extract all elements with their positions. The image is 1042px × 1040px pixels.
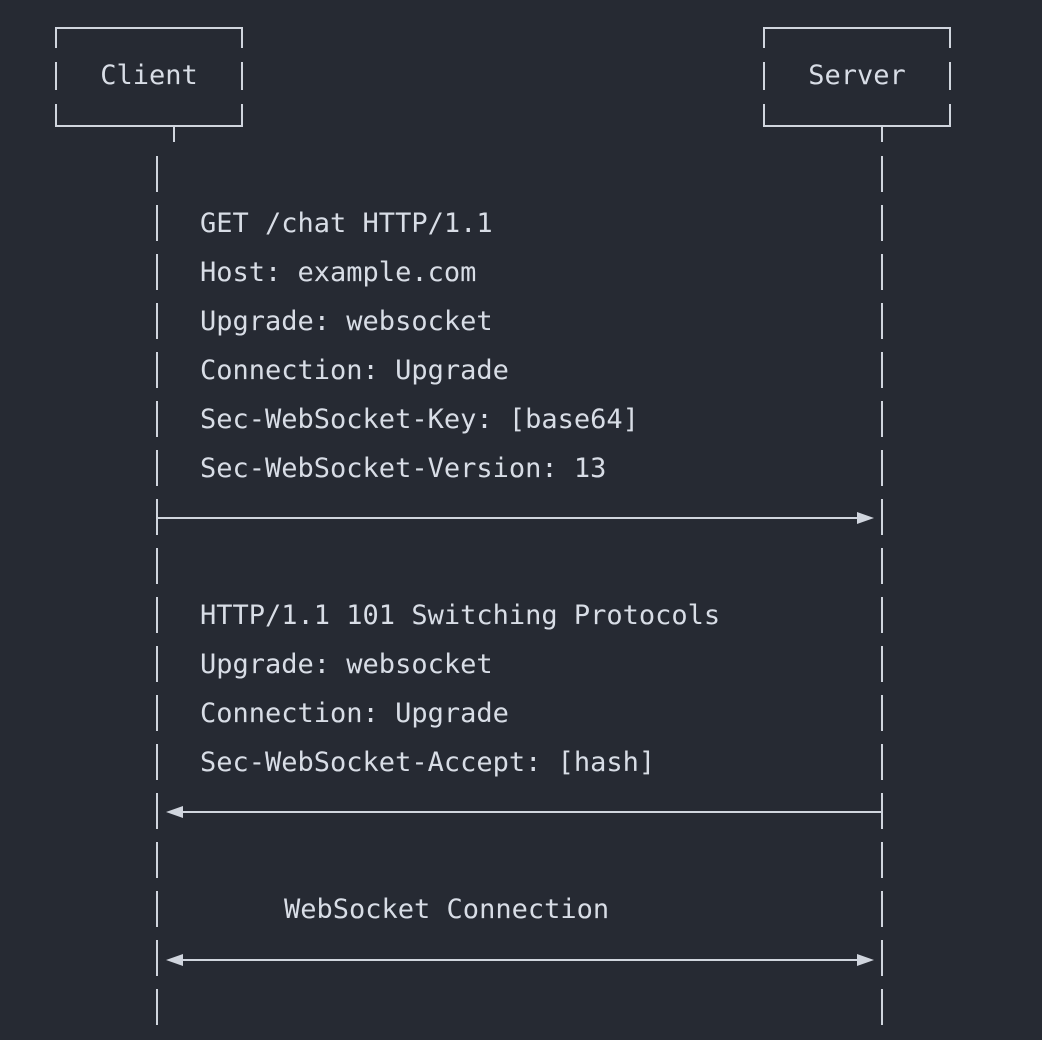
- response-line-1: HTTP/1.1 101 Switching Protocols: [200, 600, 720, 631]
- request-line-6: Sec-WebSocket-Version: 13: [200, 453, 606, 484]
- connection-label: WebSocket Connection: [284, 894, 609, 925]
- server-box-border: [763, 27, 951, 142]
- client-box-border: [55, 27, 243, 142]
- response-line-2: Upgrade: websocket: [200, 649, 493, 680]
- server-label: Server: [808, 60, 906, 91]
- handshake-request-message: GET /chat HTTP/1.1 Host: example.com Upg…: [157, 208, 874, 524]
- websocket-connection-message: WebSocket Connection: [166, 894, 874, 966]
- connection-arrowhead-left: [166, 954, 183, 966]
- client-participant: Client: [55, 27, 243, 142]
- handshake-response-message: HTTP/1.1 101 Switching Protocols Upgrade…: [166, 600, 882, 818]
- request-line-5: Sec-WebSocket-Key: [base64]: [200, 404, 639, 435]
- request-line-1: GET /chat HTTP/1.1: [200, 208, 493, 239]
- request-line-3: Upgrade: websocket: [200, 306, 493, 337]
- request-line-4: Connection: Upgrade: [200, 355, 509, 386]
- response-line-3: Connection: Upgrade: [200, 698, 509, 729]
- request-line-2: Host: example.com: [200, 257, 476, 288]
- response-arrowhead: [166, 806, 183, 818]
- client-label: Client: [100, 60, 198, 91]
- request-arrowhead: [857, 512, 874, 524]
- server-participant: Server: [763, 27, 951, 142]
- connection-arrowhead-right: [857, 954, 874, 966]
- response-line-4: Sec-WebSocket-Accept: [hash]: [200, 747, 655, 778]
